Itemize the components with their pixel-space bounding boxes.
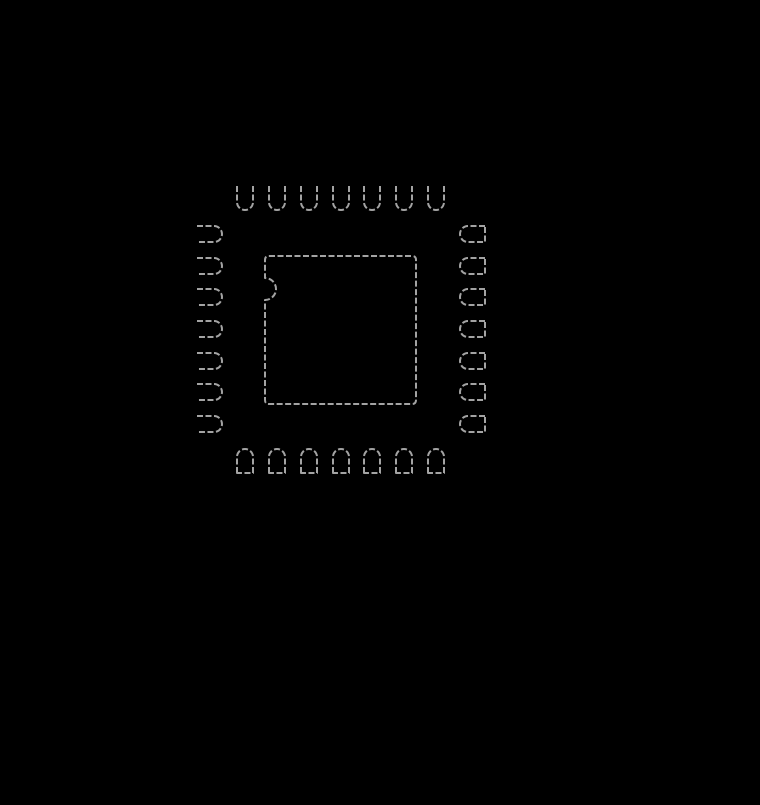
top-pad-2: [268, 186, 286, 211]
right-pad-row: [459, 225, 486, 433]
top-pad-3: [300, 186, 318, 211]
exposed-thermal-pad: [264, 255, 417, 405]
top-pad-1: [236, 186, 254, 211]
bottom-pad-5: [363, 448, 381, 474]
right-pad-2: [459, 257, 486, 275]
top-pad-5: [363, 186, 381, 211]
right-pad-6: [459, 383, 486, 401]
bottom-pad-row: [236, 448, 445, 474]
bottom-pad-7: [427, 448, 445, 474]
top-pad-row: [236, 186, 445, 211]
bottom-pad-1: [236, 448, 254, 474]
left-pad-3: [197, 288, 223, 306]
left-pad-row: [197, 225, 223, 433]
left-pad-5: [197, 352, 223, 370]
left-pad-1: [197, 225, 223, 243]
bottom-pad-2: [268, 448, 286, 474]
right-pad-5: [459, 352, 486, 370]
left-pad-4: [197, 320, 223, 338]
exposed-pad-outline: [264, 255, 417, 405]
bottom-pad-4: [332, 448, 350, 474]
bottom-pad-6: [395, 448, 413, 474]
right-pad-1: [459, 225, 486, 243]
right-pad-4: [459, 320, 486, 338]
top-pad-4: [332, 186, 350, 211]
top-pad-6: [395, 186, 413, 211]
left-pad-7: [197, 415, 223, 433]
left-pad-6: [197, 383, 223, 401]
left-pad-2: [197, 257, 223, 275]
right-pad-7: [459, 415, 486, 433]
right-pad-3: [459, 288, 486, 306]
top-pad-7: [427, 186, 445, 211]
bottom-pad-3: [300, 448, 318, 474]
